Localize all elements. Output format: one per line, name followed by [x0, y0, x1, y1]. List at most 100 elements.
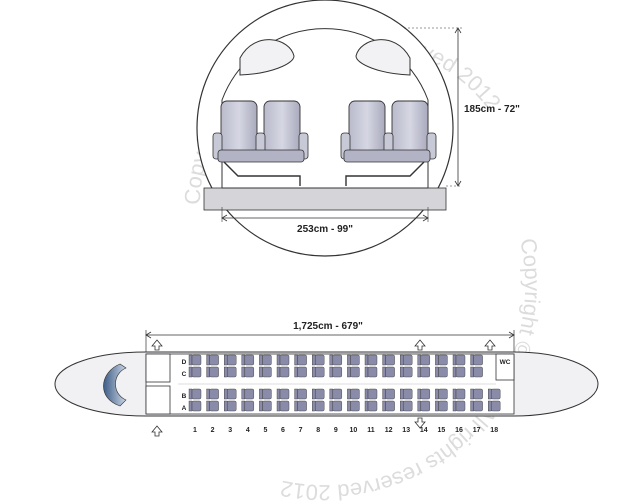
seat-18a	[488, 400, 501, 412]
seat-9c	[329, 366, 342, 378]
seat-7d	[294, 354, 307, 366]
seat-13c	[400, 366, 413, 378]
seat-4b	[241, 388, 255, 400]
seat-8c	[312, 366, 325, 378]
cabin-cross-section: 185cm - 72" 253cm - 99"	[196, 0, 520, 257]
seat-3c	[223, 366, 237, 378]
exit-arrow-mid-left	[414, 417, 426, 429]
row-number-9: 9	[334, 427, 338, 434]
seat-pair-right	[340, 100, 437, 186]
seat-5b	[259, 388, 272, 400]
seat-12b	[382, 388, 395, 400]
exit-arrow-front-right	[151, 339, 163, 351]
seat-4c	[241, 366, 255, 378]
seat-6a	[276, 400, 290, 412]
row-number-13: 13	[402, 427, 410, 434]
seat-9a	[329, 400, 342, 412]
row-number-2: 2	[211, 427, 215, 434]
seat-13b	[400, 388, 413, 400]
exit-markers	[151, 339, 496, 437]
row-number-6: 6	[281, 427, 285, 434]
seat-12d	[382, 354, 395, 366]
row-number-5: 5	[263, 427, 267, 434]
seat-17a	[470, 400, 483, 412]
row-letters: D C B A	[182, 359, 187, 412]
row-number-7: 7	[299, 427, 303, 434]
seat-10c	[347, 366, 360, 378]
seat-2c	[206, 366, 219, 378]
exit-arrow-aft-right	[484, 339, 496, 351]
exit-arrow-front-left	[151, 425, 163, 437]
seat-16a	[452, 400, 466, 412]
seat-8b	[312, 388, 325, 400]
seat-11c	[364, 366, 378, 378]
seat-17d	[470, 354, 483, 366]
seat-4d	[241, 354, 255, 366]
seat-7a	[294, 400, 307, 412]
seat-grid	[188, 354, 501, 412]
seat-11a	[364, 400, 378, 412]
exit-arrow-mid-right	[414, 339, 426, 351]
seat-1c	[188, 366, 202, 378]
seat-10a	[347, 400, 360, 412]
row-number-14: 14	[420, 427, 428, 434]
cabin-length-dimension: 1,725cm - 679"	[145, 321, 515, 352]
seat-2b	[206, 388, 219, 400]
seat-14d	[417, 354, 430, 366]
seat-2a	[206, 400, 219, 412]
seat-3a	[223, 400, 237, 412]
seat-5a	[259, 400, 272, 412]
seat-11b	[364, 388, 378, 400]
seat-5d	[259, 354, 272, 366]
fuselage: WC	[54, 351, 599, 417]
seat-1b	[188, 388, 202, 400]
cabin-width-label: 253cm - 99"	[297, 224, 353, 235]
seat-12a	[382, 400, 395, 412]
row-letter-a: A	[182, 405, 187, 412]
row-number-16: 16	[455, 427, 463, 434]
row-number-4: 4	[246, 427, 250, 434]
seat-3b	[223, 388, 237, 400]
seat-9d	[329, 354, 342, 366]
row-letter-d: D	[182, 359, 187, 366]
seat-15c	[435, 366, 448, 378]
seat-3d	[223, 354, 237, 366]
seat-15a	[435, 400, 448, 412]
forward-lavatory	[145, 385, 171, 415]
cabin-height-dimension: 185cm - 72"	[404, 27, 520, 187]
seat-10b	[347, 388, 360, 400]
seat-14c	[417, 366, 430, 378]
seat-11d	[364, 354, 378, 366]
row-letter-b: B	[182, 393, 187, 400]
seat-14b	[417, 388, 430, 400]
row-number-17: 17	[473, 427, 481, 434]
row-number-10: 10	[350, 427, 358, 434]
seat-10d	[347, 354, 360, 366]
seat-14a	[417, 400, 430, 412]
aft-lavatory	[495, 353, 515, 381]
seat-6c	[276, 366, 290, 378]
row-number-1: 1	[193, 427, 197, 434]
row-letter-c: C	[182, 371, 187, 378]
seat-17c	[470, 366, 483, 378]
seat-7b	[294, 388, 307, 400]
row-number-12: 12	[385, 427, 393, 434]
seat-9b	[329, 388, 342, 400]
forward-galley	[145, 353, 171, 383]
row-number-18: 18	[490, 427, 498, 434]
seat-5c	[259, 366, 272, 378]
seat-8d	[312, 354, 325, 366]
row-number-11: 11	[367, 427, 375, 434]
cabin-height-label: 185cm - 72"	[464, 104, 520, 115]
seat-16d	[452, 354, 466, 366]
seat-16b	[452, 388, 466, 400]
seat-15b	[435, 388, 448, 400]
row-number-8: 8	[316, 427, 320, 434]
seat-17b	[470, 388, 483, 400]
seat-6b	[276, 388, 290, 400]
lavatory-label: WC	[500, 359, 511, 366]
seat-16c	[452, 366, 466, 378]
seat-8a	[312, 400, 325, 412]
seat-15d	[435, 354, 448, 366]
